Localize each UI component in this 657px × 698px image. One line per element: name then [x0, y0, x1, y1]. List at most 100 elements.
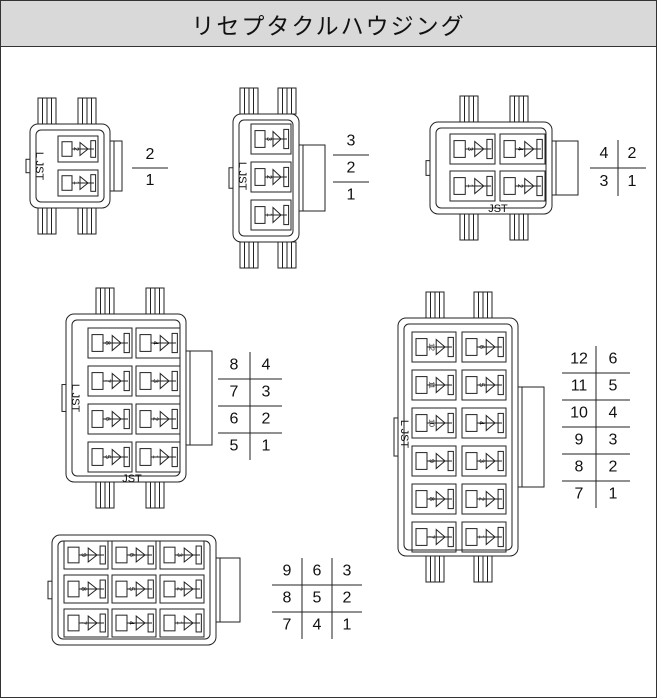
- cavity-lance: [87, 546, 98, 564]
- side-ear: [228, 167, 234, 189]
- cavity-outline: [87, 403, 133, 435]
- pin-number: 7: [575, 486, 584, 503]
- pin-number: 7: [230, 384, 239, 401]
- side-ear: [393, 417, 399, 457]
- cavity-lance: [159, 334, 170, 352]
- cavity-lance: [183, 580, 194, 598]
- cavity-number: 7: [428, 535, 435, 539]
- cavity-number: 8: [428, 497, 435, 501]
- cavity-outline: [411, 445, 457, 477]
- cavity-right-block: [99, 579, 106, 599]
- cavity-number: 2: [478, 497, 485, 501]
- cavity-left-block: [61, 141, 73, 157]
- terminal-cavity: 5: [111, 574, 157, 604]
- terminal-cavity: 3: [449, 133, 496, 165]
- cavity-lance: [435, 376, 446, 394]
- cavity-left-block: [453, 140, 466, 158]
- terminal-cavity: 4: [111, 608, 157, 638]
- terminal-cavity: 7: [63, 608, 109, 638]
- cavity-lance: [159, 410, 170, 428]
- terminal-cavity: 1: [461, 521, 507, 553]
- cavity-number: 6: [104, 417, 111, 421]
- terminal-cavity: 8: [411, 483, 457, 515]
- cavity-outline: [461, 521, 507, 553]
- jst-label: JST: [488, 203, 508, 215]
- cavity-left-block: [67, 614, 80, 632]
- cavity-number: 1: [72, 181, 79, 185]
- pin-number: 8: [575, 459, 584, 476]
- pin-number: 2: [146, 146, 155, 163]
- cavity-right-block: [497, 336, 504, 358]
- cavity-left-block: [139, 372, 152, 390]
- cavity-right-block: [171, 446, 178, 468]
- pin-number: 5: [609, 378, 618, 395]
- cavity-left-block: [415, 528, 428, 546]
- cavity-outline: [111, 540, 157, 570]
- cavity-lance: [435, 490, 446, 508]
- terminal-cavity: 6: [87, 403, 133, 435]
- cavity-right-block: [447, 526, 454, 548]
- side-ear: [25, 158, 31, 174]
- terminal-cavity: 4: [135, 327, 181, 359]
- housing-inner-wall: [71, 319, 181, 477]
- pin-number: 4: [313, 617, 322, 634]
- terminal-cavity: 2: [461, 483, 507, 515]
- jst-label: L JST: [33, 152, 45, 181]
- cavity-left-block: [503, 140, 516, 158]
- terminal-cavity: 7: [411, 521, 457, 553]
- cavity-number: 6: [478, 345, 485, 349]
- terminal-cavity: 2: [135, 403, 181, 435]
- terminal-cavity: 4: [499, 133, 546, 165]
- cavity-number: 9: [428, 459, 435, 463]
- cavity-lance: [183, 546, 194, 564]
- cavity-left-block: [163, 546, 176, 564]
- terminal-cavity: 3: [159, 540, 205, 570]
- terminal-cavity: 11: [411, 369, 457, 401]
- cavity-left-block: [163, 580, 176, 598]
- cavity-number: 5: [128, 587, 135, 591]
- cavity-left-block: [465, 414, 478, 432]
- cavity-lance: [135, 614, 146, 632]
- cavity-lance: [111, 448, 122, 466]
- cavity-right-block: [447, 374, 454, 396]
- cavity-left-block: [115, 614, 128, 632]
- pin-number: 6: [313, 563, 322, 580]
- terminal-cavity: 7: [87, 365, 133, 397]
- pin-number: 7: [283, 617, 292, 634]
- cavity-lance: [79, 141, 89, 157]
- cavity-lance: [474, 140, 485, 158]
- cavity-lance: [485, 376, 496, 394]
- cavity-left-block: [91, 448, 104, 466]
- cavity-number: 8: [80, 587, 87, 591]
- cavity-lance: [435, 452, 446, 470]
- latch-box: [551, 140, 579, 196]
- jst-label: JST: [122, 473, 142, 485]
- cavity-lance: [485, 338, 496, 356]
- cavity-number: 4: [128, 621, 135, 625]
- latch-box: [517, 386, 545, 488]
- cavity-left-block: [415, 452, 428, 470]
- cavity-lance: [135, 580, 146, 598]
- cavity-outline: [135, 441, 181, 473]
- terminal-cavity: 2: [159, 574, 205, 604]
- cavity-right-block: [147, 613, 154, 633]
- cavity-number: 1: [176, 621, 183, 625]
- terminal-cavity: 6: [111, 540, 157, 570]
- cavity-number: 7: [104, 379, 111, 383]
- cavity-number: 10: [428, 419, 435, 427]
- cavity-outline: [411, 521, 457, 553]
- cavity-outline: [135, 327, 181, 359]
- pin-number: 2: [347, 160, 356, 177]
- cavity-outline: [57, 135, 99, 163]
- cavity-right-block: [195, 545, 202, 565]
- pin-number: 11: [571, 378, 588, 395]
- cavity-number: 3: [478, 459, 485, 463]
- pin-number: 1: [262, 438, 271, 455]
- cavity-right-block: [90, 174, 97, 192]
- pin-number: 1: [343, 617, 352, 634]
- title-bar: リセプタクルハウジング: [1, 1, 656, 47]
- cavity-number: 4: [516, 147, 523, 151]
